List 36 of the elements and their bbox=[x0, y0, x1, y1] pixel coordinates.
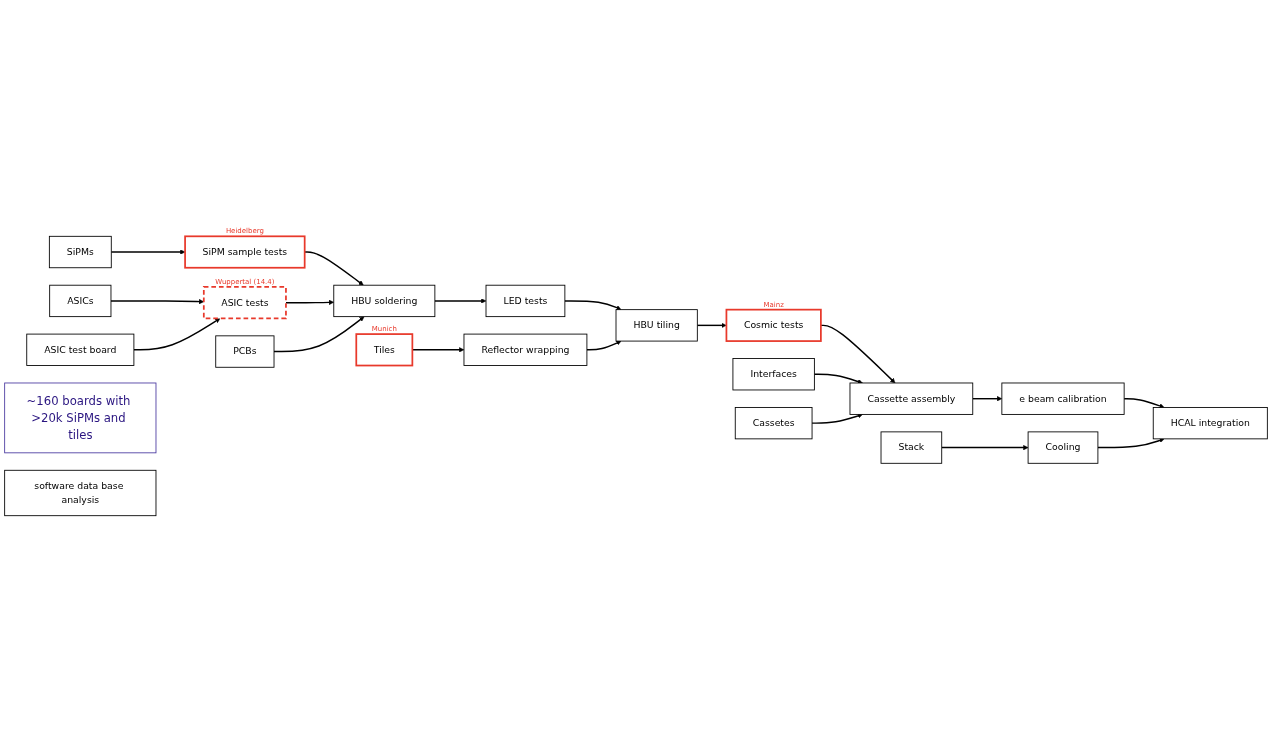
arrow bbox=[696, 322, 727, 328]
arrow bbox=[133, 318, 221, 351]
arrow bbox=[820, 324, 896, 384]
node-box: SiPM sample tests bbox=[184, 235, 306, 269]
node-box: ASICs bbox=[49, 284, 112, 318]
arrow bbox=[1123, 397, 1165, 409]
node-box: Cooling bbox=[1027, 431, 1099, 464]
node-box: Cassette assembly bbox=[849, 382, 974, 415]
node-box: ~160 boards with >20k SiPMs and tiles bbox=[4, 382, 157, 454]
arrow bbox=[273, 316, 365, 353]
arrow bbox=[434, 298, 487, 304]
node-box: Stack bbox=[880, 431, 943, 464]
node-box: Tiles bbox=[355, 333, 414, 367]
node-box: Cosmic tests bbox=[725, 308, 822, 342]
arrow bbox=[941, 445, 1029, 451]
arrow bbox=[285, 299, 334, 305]
node-box: ASIC tests bbox=[202, 286, 287, 320]
node-box: Cassetes bbox=[734, 407, 813, 440]
arrow bbox=[813, 373, 863, 384]
node-box: Interfaces bbox=[732, 358, 815, 391]
node-box: HCAL integration bbox=[1152, 407, 1268, 440]
node-box: ASIC test board bbox=[26, 333, 135, 366]
node-box: HBU tiling bbox=[615, 309, 698, 342]
arrow bbox=[972, 396, 1003, 402]
node-box: SiPMs bbox=[48, 235, 112, 269]
arrow bbox=[1097, 437, 1165, 449]
node-box: e beam calibration bbox=[1001, 382, 1125, 415]
node-box: LED tests bbox=[485, 284, 566, 318]
arrow bbox=[564, 300, 622, 311]
arrow bbox=[586, 340, 622, 351]
node-box: software data base analysis bbox=[4, 469, 157, 517]
node-box: Reflector wrapping bbox=[463, 333, 588, 366]
arrow bbox=[110, 249, 186, 255]
arrow bbox=[811, 413, 863, 424]
node-box: HBU soldering bbox=[333, 284, 436, 318]
node-box: PCBs bbox=[215, 335, 275, 368]
